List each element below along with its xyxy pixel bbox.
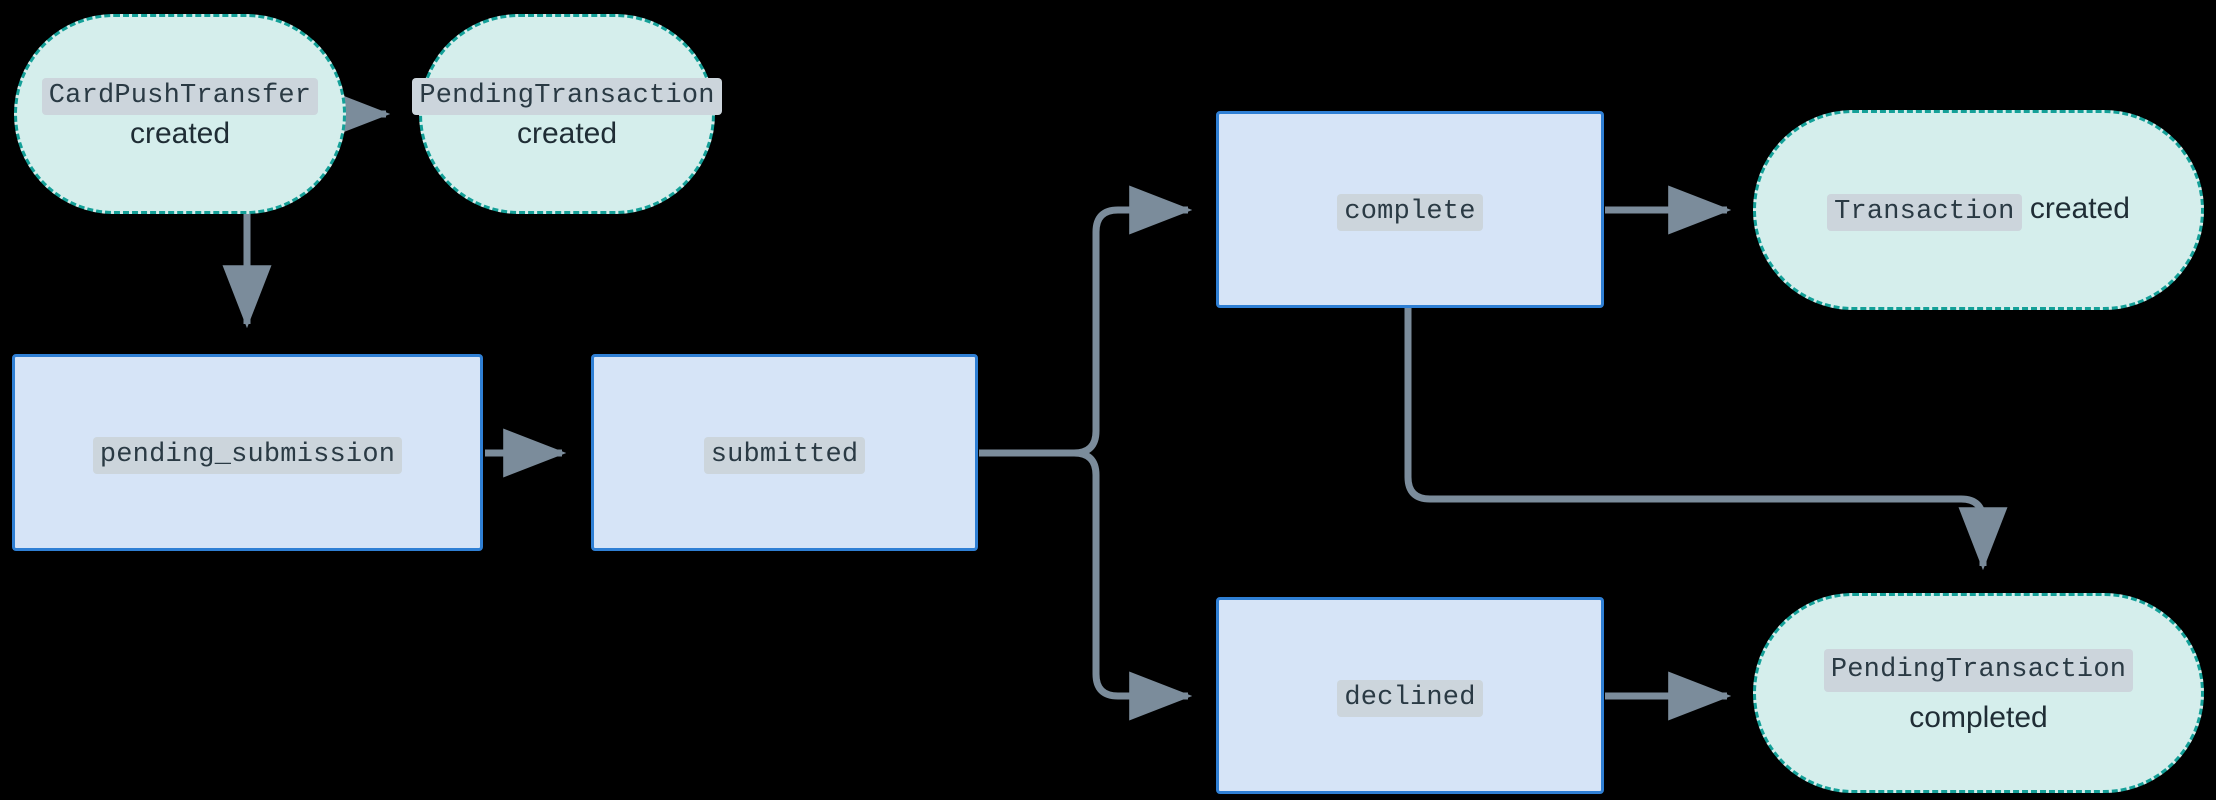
- node-pending-submission[interactable]: pending_submission: [12, 354, 483, 551]
- edge-submitted-to-declined: [1073, 449, 1193, 721]
- node-plain-label: created: [2029, 192, 2130, 226]
- node-label: submitted: [698, 432, 872, 474]
- node-submitted[interactable]: submitted: [591, 354, 978, 551]
- node-plain-label: created: [129, 117, 231, 151]
- node-card-push-transfer-created[interactable]: CardPushTransfer created: [14, 14, 346, 214]
- node-plain-label: completed: [1909, 701, 2048, 735]
- node-code-label: pending_submission: [92, 436, 403, 474]
- node-pending-transaction-created[interactable]: PendingTransaction created: [412, 14, 722, 214]
- node-plain-label: created: [516, 117, 618, 151]
- node-label: pending_submission: [87, 432, 408, 474]
- node-label: declined: [1331, 675, 1488, 717]
- node-code-label: Transaction: [1827, 194, 2022, 232]
- node-label: Transaction created: [1821, 189, 2136, 232]
- node-transaction-created[interactable]: Transaction created: [1753, 110, 2204, 310]
- edge-submitted-to-complete: [1073, 185, 1193, 457]
- node-declined[interactable]: declined: [1216, 597, 1604, 794]
- node-code-label: submitted: [703, 436, 866, 474]
- node-code-label: declined: [1337, 679, 1483, 717]
- node-pending-transaction-completed[interactable]: PendingTransaction completed: [1753, 593, 2204, 793]
- node-label: PendingTransaction completed: [1818, 647, 2139, 739]
- node-code-label: CardPushTransfer: [41, 78, 319, 116]
- node-code-label: complete: [1337, 193, 1483, 231]
- node-label: PendingTransaction created: [406, 73, 727, 155]
- node-label: CardPushTransfer created: [17, 73, 343, 155]
- node-complete[interactable]: complete: [1216, 111, 1604, 308]
- node-label: complete: [1331, 189, 1488, 231]
- node-code-label: PendingTransaction: [412, 78, 722, 116]
- node-code-label: PendingTransaction: [1823, 649, 2134, 693]
- edge-complete-to-pendingtransaction-completed: [1404, 307, 2008, 571]
